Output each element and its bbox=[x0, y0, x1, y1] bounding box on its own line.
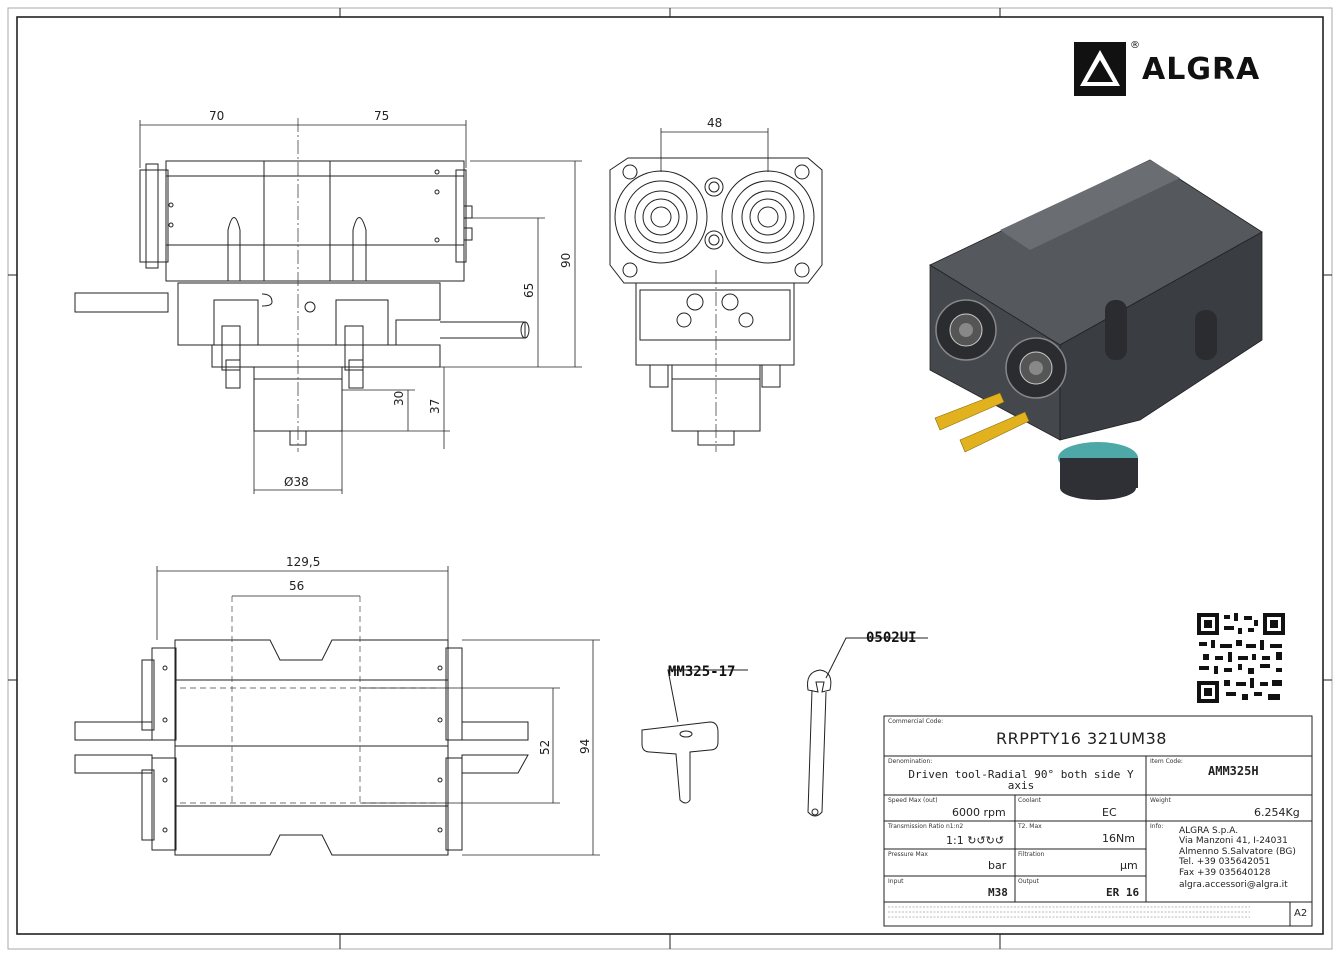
output-label: Output bbox=[1018, 878, 1039, 885]
pressure-value: bar bbox=[988, 859, 1007, 872]
bottom-view-dimensions bbox=[156, 566, 600, 856]
info-line: ALGRA S.p.A. bbox=[1179, 826, 1239, 836]
dim-70: 70 bbox=[209, 109, 224, 123]
ratio-value: 1:1 ↻↺↻↺ bbox=[946, 834, 1005, 847]
side-view-dimensions bbox=[139, 120, 582, 494]
dim-56: 56 bbox=[289, 579, 304, 593]
dim-65: 65 bbox=[522, 283, 536, 298]
dim-diameter-38: Ø38 bbox=[284, 475, 309, 489]
dim-75: 75 bbox=[374, 109, 389, 123]
denomination-label: Denomination: bbox=[888, 758, 933, 765]
key-accessory bbox=[641, 669, 748, 804]
filtration-value: µm bbox=[1120, 859, 1138, 872]
qr-code-icon bbox=[1197, 613, 1285, 703]
info-label: Info: bbox=[1150, 823, 1164, 830]
bottom-view-hidden-lines bbox=[180, 596, 440, 806]
bottom-view bbox=[74, 639, 529, 856]
info-line: Tel. +39 035642051 bbox=[1179, 857, 1271, 868]
dim-94: 94 bbox=[578, 739, 592, 754]
isometric-render bbox=[929, 159, 1263, 500]
registered-mark: ® bbox=[1130, 40, 1140, 51]
sheet-border bbox=[7, 7, 1333, 950]
weight-value: 6.254Kg bbox=[1254, 806, 1300, 819]
title-block-grid bbox=[883, 715, 1313, 927]
speed-label: Speed Max (out) bbox=[888, 797, 938, 804]
weight-label: Weight bbox=[1150, 797, 1171, 804]
dim-129-5: 129,5 bbox=[286, 555, 320, 569]
callout-key: MM325-17 bbox=[668, 664, 735, 680]
dim-90: 90 bbox=[559, 253, 573, 268]
dim-52: 52 bbox=[538, 740, 552, 755]
ratio-label: Transmission Ratio n1:n2 bbox=[888, 823, 964, 830]
dim-30: 30 bbox=[392, 391, 406, 406]
item-code-label: Item Code: bbox=[1150, 758, 1183, 765]
dim-37: 37 bbox=[428, 399, 442, 414]
denomination: Driven tool-Radial 90° both side Y axis bbox=[908, 768, 1134, 792]
brand-name: ALGRA bbox=[1142, 52, 1261, 87]
info-line: Almenno S.Salvatore (BG) bbox=[1179, 846, 1296, 857]
info-line: Fax +39 035640128 bbox=[1179, 867, 1271, 878]
info-line: Via Manzoni 41, I-24031 bbox=[1179, 836, 1288, 847]
wrench-accessory bbox=[807, 637, 928, 817]
torque-value: 16Nm bbox=[1102, 832, 1135, 845]
filtration-label: Filtration bbox=[1018, 851, 1045, 858]
info-block: ALGRA S.p.A. Via Manzoni 41, I-24031 Alm… bbox=[1179, 826, 1309, 890]
callout-wrench: 0502UI bbox=[866, 630, 917, 646]
title-block-fineprint bbox=[888, 906, 1250, 918]
speed-value: 6000 rpm bbox=[952, 806, 1006, 819]
coolant-label: Coolant bbox=[1018, 797, 1042, 804]
dim-48: 48 bbox=[707, 116, 722, 130]
coolant-value: EC bbox=[1102, 806, 1117, 819]
info-line: algra.accessori@algra.it bbox=[1179, 880, 1288, 891]
item-code: AMM325H bbox=[1208, 764, 1259, 778]
pressure-label: Pressure Max bbox=[888, 851, 928, 858]
commercial-code: RRPPTY16 321UM38 bbox=[996, 729, 1167, 748]
output-value: ER 16 bbox=[1106, 886, 1140, 899]
front-view-dimensions bbox=[660, 128, 769, 172]
sheet-size: A2 bbox=[1294, 908, 1308, 919]
commercial-code-label: Commercial Code: bbox=[888, 718, 944, 725]
torque-label: T2. Max bbox=[1018, 823, 1042, 830]
algra-logo-icon bbox=[1074, 42, 1126, 96]
input-value: M38 bbox=[988, 886, 1008, 899]
input-label: Input bbox=[888, 878, 904, 885]
side-view bbox=[74, 160, 530, 446]
